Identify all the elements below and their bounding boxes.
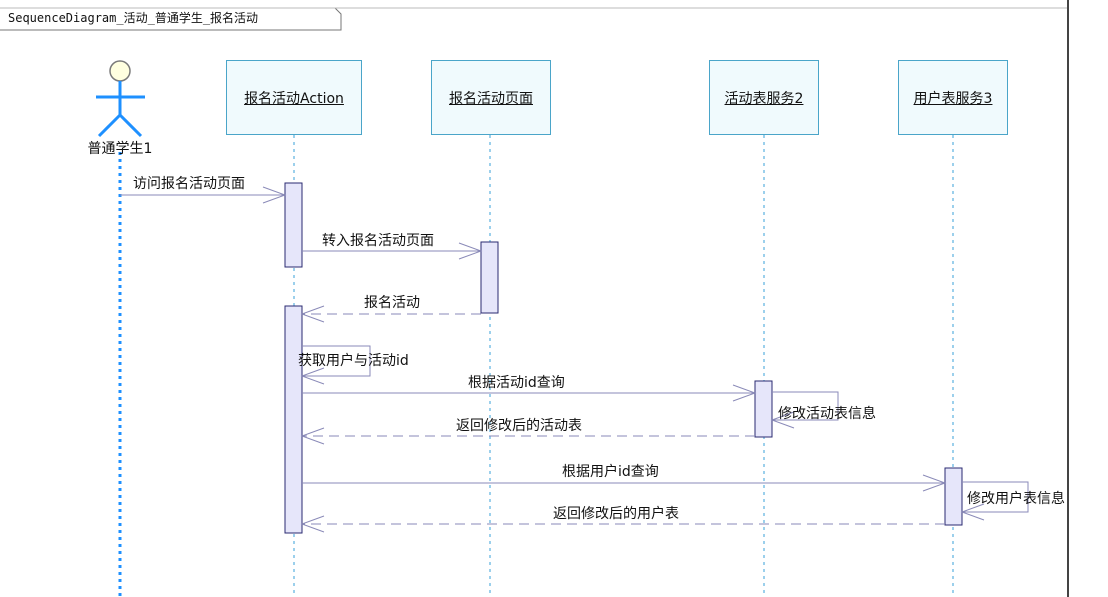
lifeline-label-activity: 活动表服务2 xyxy=(724,90,804,107)
message-label-m7: 返回修改后的活动表 xyxy=(456,418,582,434)
message-arrow-m10 xyxy=(300,515,945,533)
message-arrow-m8 xyxy=(302,474,947,492)
activation-page-1 xyxy=(480,241,499,314)
message-label-m3: 报名活动 xyxy=(364,295,420,311)
message-arrow-m9 xyxy=(960,481,1029,521)
message-label-m9: 修改用户表信息 xyxy=(967,491,1065,507)
lifeline-box-activity[interactable]: 活动表服务2 xyxy=(709,60,819,135)
activation-action-2 xyxy=(284,305,303,534)
activation-user-1 xyxy=(944,467,963,526)
message-label-m8: 根据用户id查询 xyxy=(562,464,659,480)
activation-action-1 xyxy=(284,182,303,268)
message-label-m1: 访问报名活动页面 xyxy=(133,176,245,192)
message-label-m5: 根据活动id查询 xyxy=(468,375,565,391)
message-arrow-m6 xyxy=(770,391,839,429)
diagram-frame-title: SequenceDiagram_活动_普通学生_报名活动 xyxy=(8,11,259,25)
message-label-m6: 修改活动表信息 xyxy=(778,406,876,422)
lifeline-label-user: 用户表服务3 xyxy=(913,90,993,107)
actor-label: 普通学生1 xyxy=(87,141,153,157)
lifeline-box-page[interactable]: 报名活动页面 xyxy=(431,60,551,135)
lifeline-label-action: 报名活动Action xyxy=(244,90,344,107)
message-arrow-m1 xyxy=(120,186,287,204)
window-right-border xyxy=(1067,0,1069,597)
lifeline-box-user[interactable]: 用户表服务3 xyxy=(898,60,1008,135)
message-arrow-m5 xyxy=(302,384,757,402)
message-label-m10: 返回修改后的用户表 xyxy=(553,506,679,522)
lifeline-label-page: 报名活动页面 xyxy=(449,90,533,107)
message-arrow-m3 xyxy=(300,305,481,323)
message-arrow-m7 xyxy=(300,427,755,445)
actor-figure-icon xyxy=(96,60,145,138)
message-label-m2: 转入报名活动页面 xyxy=(322,233,434,249)
message-label-m4: 获取用户与活动id xyxy=(298,353,409,369)
lifeline-box-action[interactable]: 报名活动Action xyxy=(226,60,362,135)
message-arrow-m4 xyxy=(300,345,371,385)
activation-activity-1 xyxy=(754,380,773,438)
message-arrow-m2 xyxy=(302,242,483,260)
